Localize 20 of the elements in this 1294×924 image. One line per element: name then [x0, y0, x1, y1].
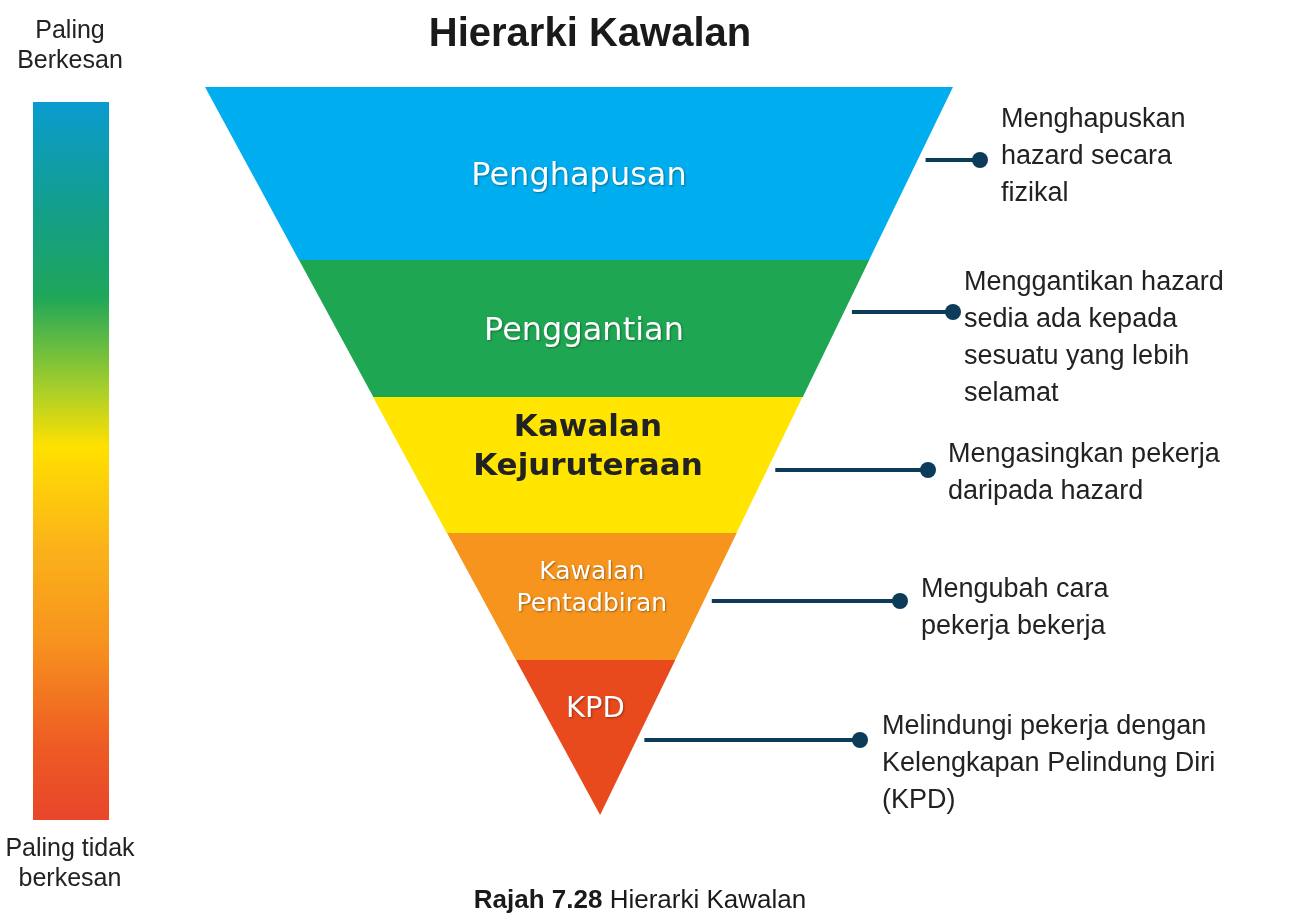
description-text: Mengubah cara pekerja bekerja: [921, 570, 1166, 644]
connector-line: [644, 732, 868, 748]
connector-line: [925, 152, 988, 168]
diagram-title: Hierarki Kawalan: [427, 10, 753, 55]
scale-label: Paling tidak berkesan: [4, 832, 136, 892]
band-label: Kawalan Pentadbiran: [515, 555, 669, 618]
band-label: Kawalan Kejuruteraan: [472, 406, 704, 484]
gradient-scale-bar: [33, 102, 109, 820]
connector-line: [711, 593, 908, 609]
description-text: Menghapuskan hazard secara fizikal: [1001, 100, 1236, 211]
description-text: Melindungi pekerja dengan Kelengkapan Pelindung Diri (KPD): [882, 707, 1287, 818]
connector-line: [775, 462, 936, 478]
band-label: KPD: [566, 689, 625, 726]
connector-line: [851, 304, 961, 320]
description-text: Mengasingkan pekerja daripada hazard: [948, 435, 1278, 509]
band-label: Penghapusan: [471, 153, 687, 194]
scale-label: Paling Berkesan: [16, 14, 124, 74]
figure-caption: Rajah 7.28 Hierarki Kawalan: [472, 884, 808, 915]
band-label: Penggantian: [484, 308, 684, 349]
description-text: Menggantikan hazard sedia ada kepada sesuatu yang lebih selamat: [964, 263, 1264, 411]
